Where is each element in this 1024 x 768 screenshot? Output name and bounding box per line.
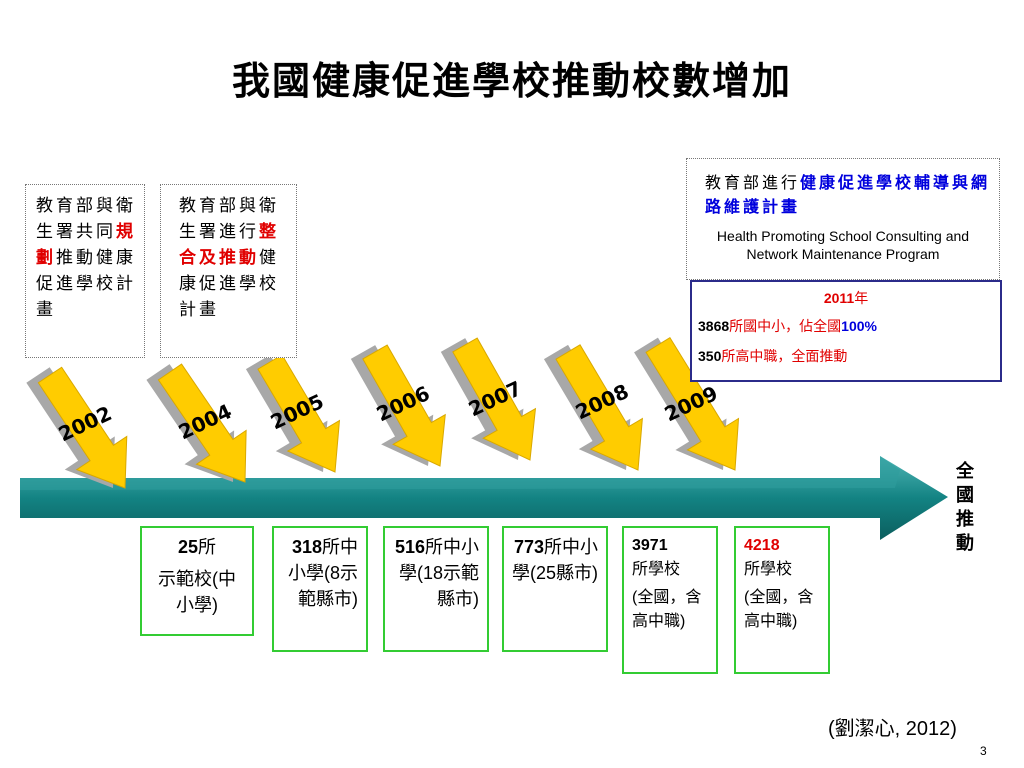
count-detail: (25縣市) (530, 563, 599, 583)
arrow-body (37, 366, 128, 489)
year-arrow-2008: 2008 (543, 344, 643, 471)
count-unit: 所學校 (744, 561, 793, 578)
program-en: Health Promoting School Consulting and N… (716, 228, 970, 262)
count-num: 318 (291, 537, 322, 557)
plan-2002-pre: 教育部與衛生署共同 (36, 196, 136, 242)
year-arrow-2005: 2005 (245, 354, 341, 473)
count-box-2004: 318所中小學(8示範縣市) (272, 526, 368, 652)
count-unit: 所學校 (632, 561, 681, 578)
plan-box-2002: 教育部與衛生署共同規劃推動健康促進學校計畫 (25, 184, 145, 358)
count-unit: 所中小學 (512, 537, 598, 583)
plan-2004-highlight: 整合及推動 (179, 222, 279, 268)
plan-2004-pre: 教育部與衛生署進行 (179, 196, 279, 242)
citation: (劉潔心, 2012) (828, 718, 957, 740)
status-year-suffix: 年 (854, 290, 869, 306)
count-detail: (8示範縣市) (298, 563, 358, 609)
plan-2004-post: 健康促進學校計畫 (179, 248, 279, 320)
arrow-body (362, 344, 446, 467)
count-detail: (全國，含高中職) (632, 589, 702, 630)
program-box: 教育部進行健康促進學校輔導與網路維護計畫 Health Promoting Sc… (686, 158, 1000, 280)
status-2011-year: 2011年 (698, 288, 994, 308)
program-zh-highlight: 健康促進學校輔導與網路維護計畫 (705, 173, 991, 216)
year-arrow-2004: 2004 (146, 363, 247, 483)
program-zh-pre: 教育部進行 (705, 173, 801, 192)
count-box-2008: 4218 所學校 (全國，含高中職) (734, 526, 830, 674)
status-line1-num: 3868 (698, 318, 730, 334)
arrow-body (157, 363, 247, 483)
status-line-1: 3868所國中小，佔全國100% (698, 316, 994, 336)
year-arrow-2009: 2009 (634, 336, 740, 471)
status-line1-text: 所國中小，佔全國 (729, 318, 842, 334)
year-arrow-2002: 2002 (26, 366, 128, 489)
arrow-body (645, 336, 740, 471)
year-arrow-2006: 2006 (350, 344, 446, 467)
count-unit: 所中小學 (398, 537, 479, 583)
program-zh: 教育部進行健康促進學校輔導與網路維護計畫 (705, 171, 991, 219)
nationwide-label: 全國推動 (956, 461, 974, 554)
count-num: 773 (513, 537, 544, 557)
page-number: 3 (980, 744, 987, 758)
count-box-2002: 25所 示範校(中小學) (140, 526, 254, 636)
plan-box-2004: 教育部與衛生署進行整合及推動健康促進學校計畫 (160, 184, 297, 358)
timeline-arrow (20, 456, 948, 540)
count-detail: (18示範縣市) (416, 563, 479, 609)
count-num: 516 (394, 537, 425, 557)
count-line: 25所 (150, 534, 244, 560)
status-line1-pct: 100% (841, 318, 877, 334)
status-line2-num: 350 (698, 348, 722, 364)
page-title: 我國健康促進學校推動校數增加 (231, 58, 792, 103)
count-num: 3971 (632, 537, 668, 554)
status-year-num: 2011 (823, 290, 855, 306)
count-num: 4218 (744, 537, 780, 554)
count-box-2006: 773所中小學(25縣市) (502, 526, 608, 652)
status-line-2: 350所高中職，全面推動 (698, 346, 994, 366)
count-box-2005: 516所中小學(18示範縣市) (383, 526, 489, 652)
count-unit: 所 (198, 537, 217, 557)
status-2011-box: 2011年 3868所國中小，佔全國100% 350所高中職，全面推動 (690, 280, 1002, 382)
count-detail: (全國，含高中職) (744, 589, 814, 630)
status-line2-text: 所高中職，全面推動 (721, 348, 848, 364)
count-detail: 示範校(中小學) (158, 569, 236, 615)
count-num: 25 (177, 537, 199, 557)
count-box-2007: 3971 所學校 (全國，含高中職) (622, 526, 718, 674)
arrow-body (452, 337, 537, 461)
count-unit: 所中小學 (287, 537, 358, 583)
plan-2002-highlight: 規劃 (36, 222, 136, 268)
year-arrow-2007: 2007 (440, 337, 537, 461)
arrow-body (555, 344, 643, 471)
arrow-body (257, 354, 341, 473)
plan-2002-post: 推動健康促進學校計畫 (36, 248, 136, 320)
